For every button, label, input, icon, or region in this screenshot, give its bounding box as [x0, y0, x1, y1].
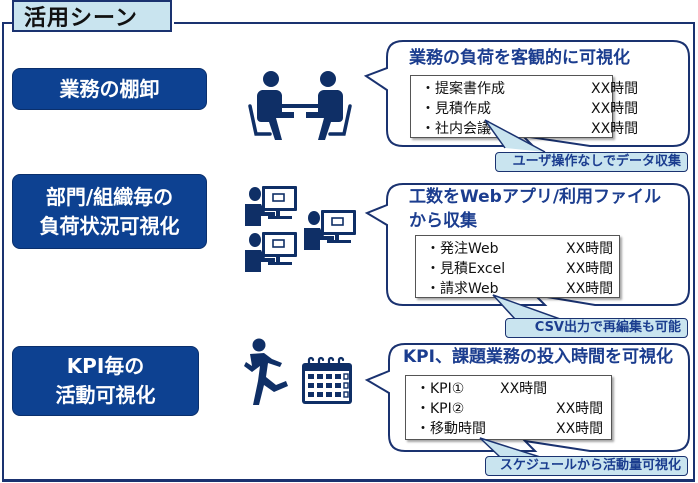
- task-hours: XX時間: [566, 281, 614, 297]
- task-hours: XX時間: [591, 81, 639, 97]
- task-name: ・社内会議: [421, 121, 491, 137]
- callout-note: CSV出力で再編集も可能: [505, 318, 688, 338]
- list-item: ・請求Web XX時間: [426, 279, 619, 299]
- list-item: ・移動時間 XX時間: [416, 419, 611, 439]
- list-item: ・KPI② XX時間: [416, 399, 611, 419]
- list-item: ・KPI① XX時間: [416, 379, 611, 399]
- frame-border-top: [174, 22, 695, 24]
- task-hours: XX時間: [566, 261, 614, 277]
- task-hours: XX時間: [566, 241, 614, 257]
- task-name: ・移動時間: [416, 421, 486, 437]
- task-hours: XX時間: [556, 401, 604, 417]
- bubble-title: KPI、課題業務の投入時間を可視化: [403, 345, 673, 369]
- hours-list: ・KPI① XX時間 ・KPI② XX時間 ・移動時間 XX時間: [405, 375, 612, 440]
- scene-label-line: 負荷状況可視化: [39, 213, 180, 238]
- task-hours: XX時間: [591, 121, 639, 137]
- callout-note: ユーザ操作なしでデータ収集: [495, 152, 688, 172]
- bubble-title: 業務の負荷を客観的に可視化: [409, 46, 630, 70]
- scene-label-line: 業務の棚卸: [59, 76, 160, 101]
- task-name: ・KPI②: [416, 401, 465, 417]
- runner-calendar-icon: [244, 338, 352, 405]
- list-item: ・社内会議 XX時間: [421, 119, 638, 139]
- computer-users-icon: [245, 186, 356, 272]
- meeting-icon: [248, 71, 352, 140]
- frame-border-bottom: [2, 479, 695, 482]
- scene-label-inventory: 業務の棚卸: [12, 68, 207, 110]
- frame-border-left: [2, 22, 4, 481]
- scene-label-kpi-activity: KPI毎の 活動可視化: [12, 346, 199, 416]
- task-name: ・KPI①: [416, 381, 465, 397]
- scene-label-line: 部門/組織毎の: [45, 184, 174, 209]
- bubble-title-line: KPI、課題業務の投入時間を可視化: [403, 347, 673, 367]
- hours-list: ・提案書作成 XX時間 ・見積作成 XX時間 ・社内会議 XX時間: [410, 75, 638, 139]
- speech-bubble-kpi-activity: KPI、課題業務の投入時間を可視化 ・KPI① XX時間 ・KPI② XX時間 ・移…: [364, 343, 693, 479]
- task-name: ・提案書作成: [421, 81, 505, 97]
- frame-border-top: [2, 22, 14, 24]
- task-hours: XX時間: [556, 421, 604, 437]
- scene-label-line: KPI毎の: [66, 354, 145, 378]
- list-item: ・提案書作成 XX時間: [421, 79, 638, 99]
- task-hours: XX時間: [591, 101, 639, 117]
- callout-note: スケジュールから活動量可視化: [485, 456, 688, 476]
- bubble-title-line: 工数をWebアプリ/利用ファイル: [409, 187, 662, 207]
- frame-border-right: [693, 22, 695, 481]
- task-hours: XX時間: [500, 381, 548, 397]
- task-name: ・見積Excel: [426, 261, 506, 277]
- speech-bubble-inventory: 業務の負荷を客観的に可視化 ・提案書作成 XX時間 ・見積作成 XX時間 ・社内会議…: [363, 40, 693, 175]
- section-title: 活用シーン: [12, 0, 172, 32]
- task-name: ・発注Web: [426, 241, 499, 257]
- scene-label-line: 活動可視化: [55, 383, 156, 407]
- bubble-title: 工数をWebアプリ/利用ファイル から収集: [409, 185, 661, 233]
- task-name: ・見積作成: [421, 101, 491, 117]
- list-item: ・見積Excel XX時間: [426, 259, 619, 279]
- list-item: ・見積作成 XX時間: [421, 99, 638, 119]
- bubble-title-line: 業務の負荷を客観的に可視化: [409, 48, 630, 68]
- task-name: ・請求Web: [426, 281, 499, 297]
- scene-label-department-load: 部門/組織毎の 負荷状況可視化: [12, 174, 207, 249]
- bubble-title-line: から収集: [409, 211, 477, 231]
- list-item: ・発注Web XX時間: [426, 239, 619, 259]
